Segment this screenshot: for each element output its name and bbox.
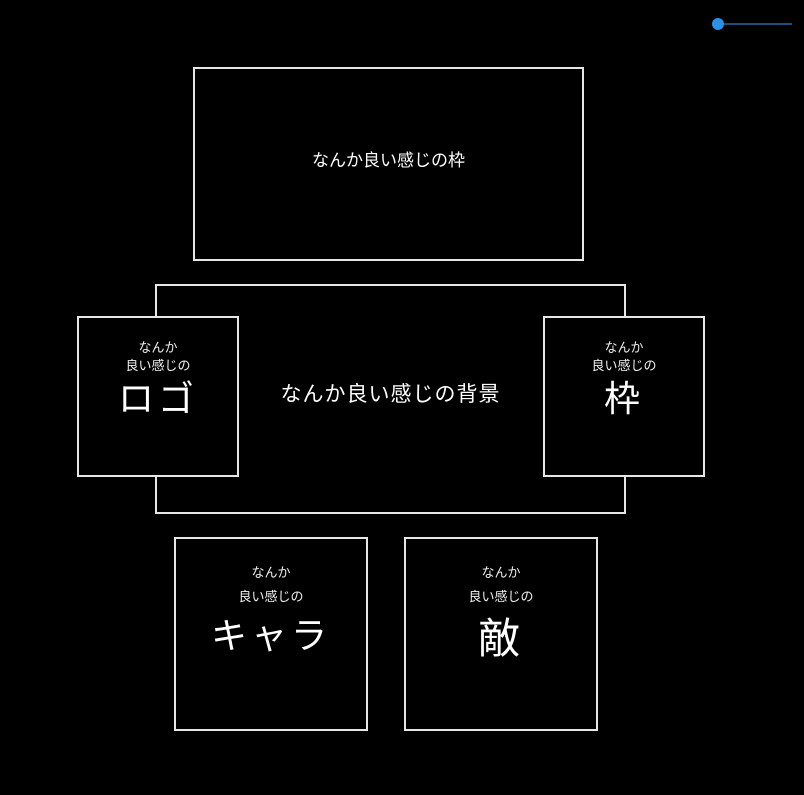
- background-box-label: なんか良い感じの背景: [280, 382, 501, 406]
- enemy-box-title: 敵: [477, 614, 524, 663]
- waku-box-title: 枠: [603, 379, 644, 420]
- chara-box: なんか 良い感じの キャラ: [174, 537, 368, 731]
- slider-track[interactable]: [718, 23, 792, 25]
- enemy-box-line1: なんか: [481, 566, 521, 581]
- logo-box-line1: なんか: [138, 341, 178, 356]
- waku-box: なんか 良い感じの 枠: [543, 316, 705, 477]
- logo-box-line2: 良い感じの: [125, 359, 191, 374]
- chara-box-title: キャラ: [210, 616, 331, 657]
- slider-thumb[interactable]: [712, 18, 724, 30]
- enemy-box-line2: 良い感じの: [468, 590, 534, 605]
- logo-box: なんか 良い感じの ロゴ: [77, 316, 239, 477]
- frame-box: なんか良い感じの枠: [193, 67, 584, 261]
- enemy-box: なんか 良い感じの 敵: [404, 537, 598, 731]
- logo-box-title: ロゴ: [117, 379, 198, 420]
- zoom-slider[interactable]: [712, 17, 792, 31]
- chara-box-line2: 良い感じの: [238, 590, 304, 605]
- waku-box-line2: 良い感じの: [591, 359, 657, 374]
- chara-box-line1: なんか: [251, 566, 291, 581]
- frame-box-label: なんか良い感じの枠: [312, 151, 465, 171]
- waku-box-line1: なんか: [604, 341, 644, 356]
